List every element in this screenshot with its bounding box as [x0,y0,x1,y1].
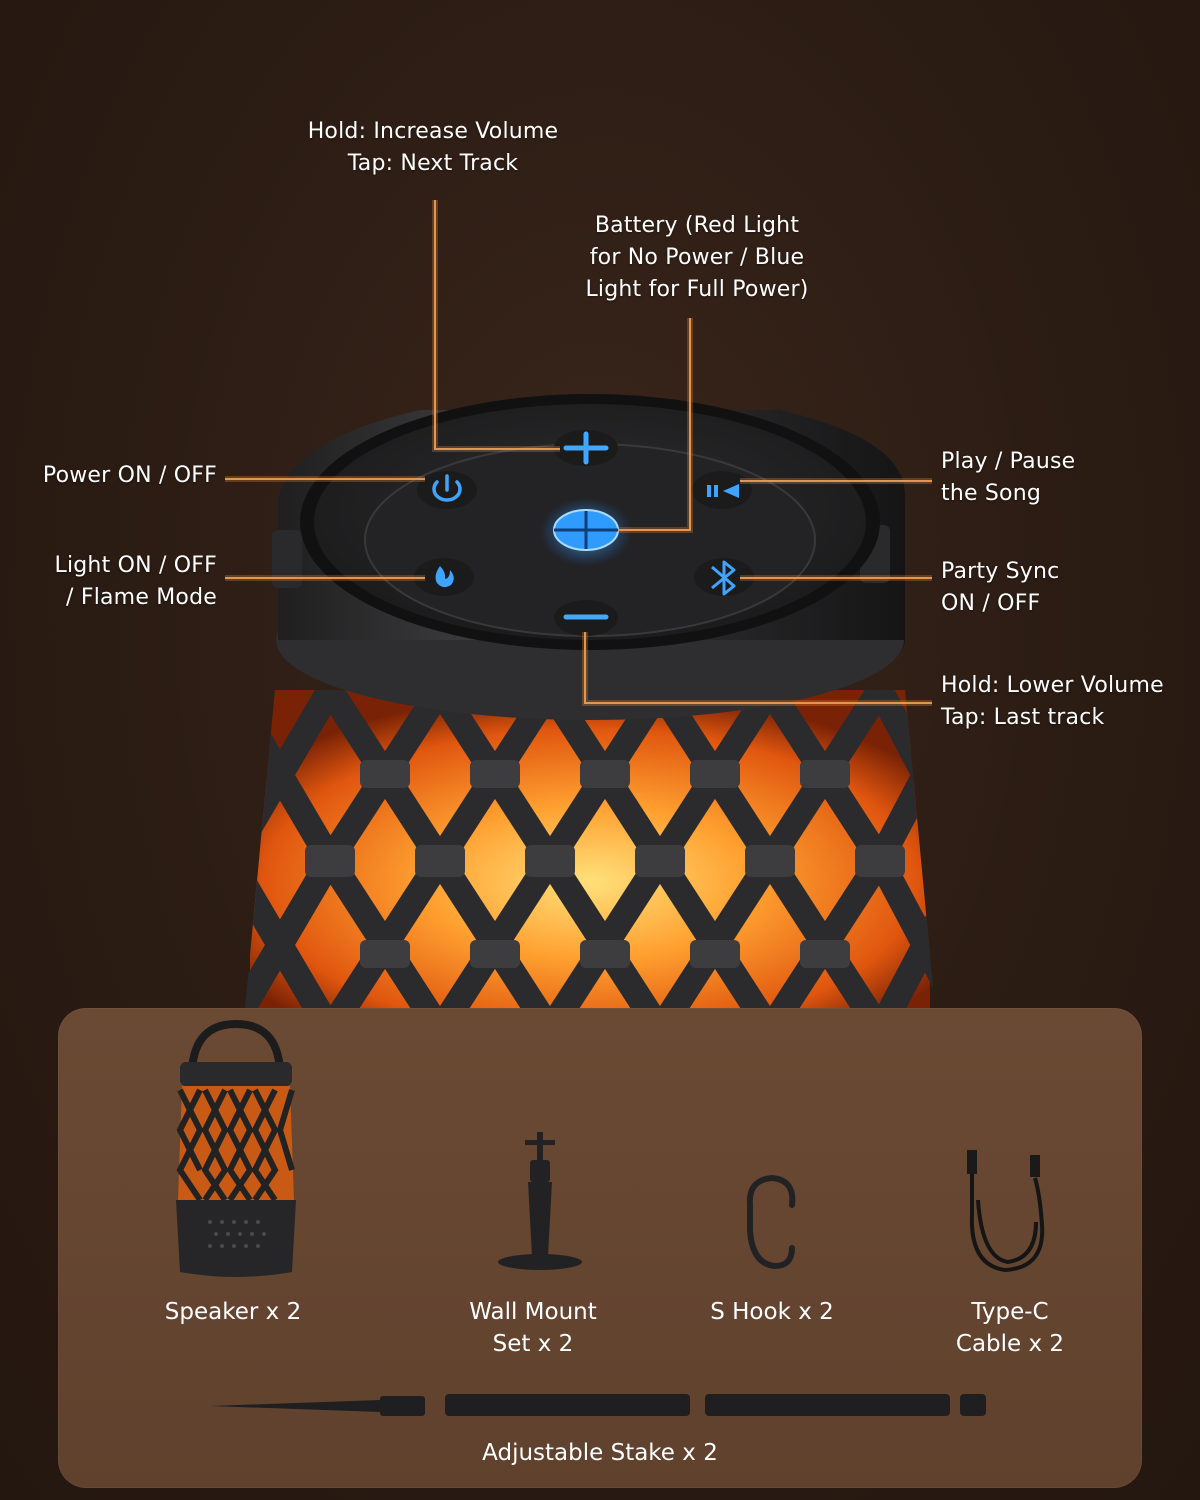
callout-volume-up-line1: Hold: Increase Volume [307,119,559,144]
callout-light: Light ON / OFF / Flame Mode [10,550,217,614]
callout-party-line1: Party Sync [941,559,1060,584]
callout-power-line1: Power ON / OFF [42,463,217,488]
callout-play-line2: the Song [941,481,1042,506]
volume-up-button[interactable] [554,430,618,466]
callout-battery-line2: for No Power / Blue [589,245,805,270]
handle-left [272,530,302,588]
volume-down-button[interactable] [554,600,618,636]
callout-battery-line1: Battery (Red Light [594,213,800,238]
callout-volume-down-line1: Hold: Lower Volume [941,673,1164,698]
accessory-s-hook-line1: S Hook x 2 [710,1299,834,1325]
plus-icon [563,431,609,465]
play-pause-button[interactable] [692,471,752,509]
callout-volume-down: Hold: Lower Volume Tap: Last track [941,670,1164,734]
callout-volume-down-line2: Tap: Last track [941,705,1105,730]
light-button[interactable] [414,558,474,596]
callout-light-line1: Light ON / OFF [54,553,217,578]
power-button[interactable] [417,471,477,509]
control-panel [414,430,754,636]
callout-party-line2: ON / OFF [941,591,1041,616]
accessory-s-hook-label: S Hook x 2 [672,1296,872,1328]
accessory-speaker-line1: Speaker x 2 [164,1299,302,1325]
battery-button[interactable] [540,498,632,566]
play-pause-icon [707,484,739,498]
callout-volume-up: Hold: Increase Volume Tap: Next Track [283,116,583,180]
callout-play: Play / Pause the Song [941,446,1075,510]
flame-icon [435,566,454,588]
accessory-stake-line1: Adjustable Stake x 2 [482,1440,718,1466]
callout-volume-up-line2: Tap: Next Track [347,151,519,176]
callout-battery-line3: Light for Full Power) [585,277,809,302]
callout-party: Party Sync ON / OFF [941,556,1059,620]
accessory-wall-mount-line2: Set x 2 [492,1331,574,1357]
callout-battery: Battery (Red Light for No Power / Blue L… [547,210,847,306]
accessories-panel [58,1008,1142,1488]
accessory-wall-mount-label: Wall Mount Set x 2 [433,1296,633,1360]
accessory-speaker-label: Speaker x 2 [133,1296,333,1328]
accessory-cable-label: Type-C Cable x 2 [910,1296,1110,1360]
callout-power: Power ON / OFF [10,460,217,492]
party-sync-button[interactable] [694,558,754,596]
power-icon [432,474,462,502]
callout-light-line2: / Flame Mode [66,585,217,610]
bluetooth-icon [711,560,736,596]
accessory-cable-line1: Type-C [971,1299,1049,1325]
accessory-stake-label: Adjustable Stake x 2 [400,1437,800,1469]
accessory-wall-mount-line1: Wall Mount [469,1299,597,1325]
accessory-cable-line2: Cable x 2 [955,1331,1065,1357]
callout-play-line1: Play / Pause [941,449,1076,474]
